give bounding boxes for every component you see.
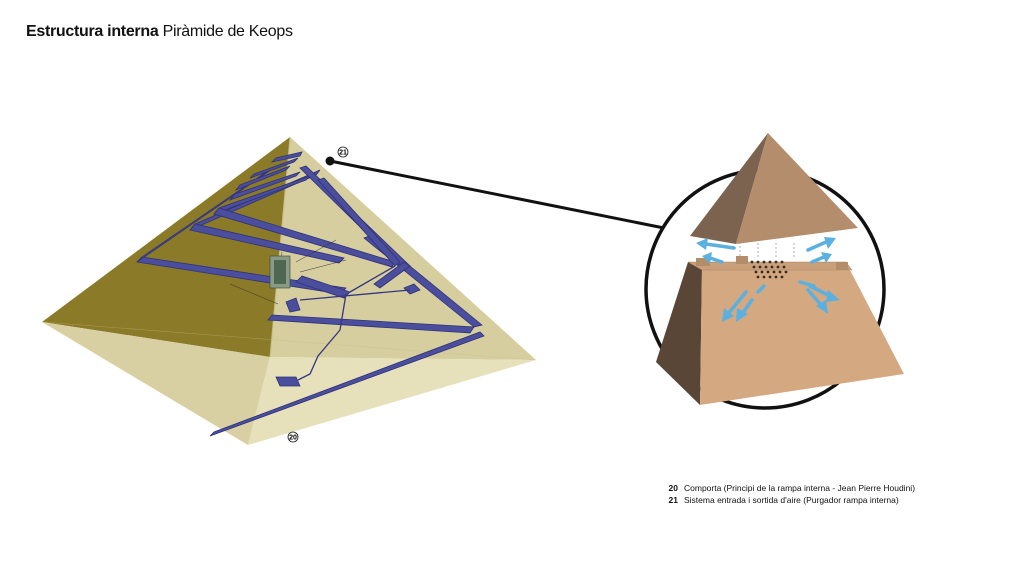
- callout-21-label: 21: [339, 150, 347, 157]
- construction-lines: [229, 239, 347, 305]
- title-bold: Estructura interna: [26, 23, 159, 40]
- pyramid-back-face: [42, 137, 290, 357]
- trunk-top: [687, 261, 853, 271]
- legend-text: Sistema entrada i sortida d'aire (Purgad…: [684, 495, 899, 505]
- legend-number: 20: [668, 483, 678, 493]
- connector: [325, 156, 665, 230]
- guide-lines: [739, 242, 795, 258]
- title-light: Piràmide de Keops: [162, 23, 293, 40]
- detail-view: [644, 133, 904, 410]
- legend-text: Comporta (Principi de la rampa interna -…: [684, 483, 916, 493]
- kings-chamber: [269, 255, 291, 289]
- vent-grid: [750, 260, 788, 279]
- legend-item-20: 20 Comporta (Principi de la rampa intern…: [664, 482, 916, 494]
- pyramid-front-face: [248, 357, 536, 445]
- pyramid-illustration: 20: [41, 136, 537, 445]
- airflow-arrows: [696, 237, 840, 322]
- page-title: Estructura interna Piràmide de Keops: [26, 23, 293, 41]
- callout-20-label: 20: [289, 435, 297, 442]
- trunk-left-face: [656, 262, 702, 405]
- internal-shafts: [297, 265, 411, 381]
- legend-item-21: 21 Sistema entrada i sortida d'aire (Pur…: [664, 494, 915, 506]
- callout-20: 20: [287, 431, 299, 443]
- callout-21: 21: [337, 146, 349, 158]
- legend: 20 Comporta (Principi de la rampa intern…: [664, 482, 916, 506]
- legend-number: 21: [668, 495, 678, 505]
- capstone-right-face: [736, 133, 858, 244]
- pyramid-left-face: [42, 322, 270, 445]
- capstone-left-face: [690, 133, 768, 244]
